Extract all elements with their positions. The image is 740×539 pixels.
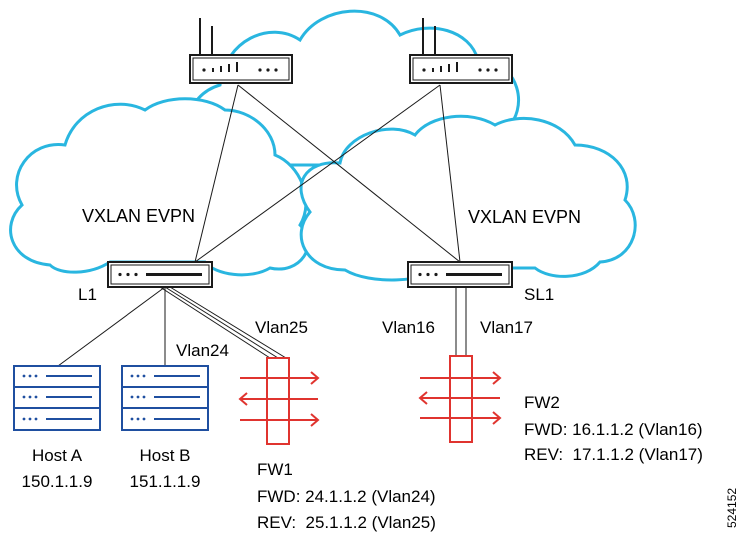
vlan24-label: Vlan24 — [176, 341, 229, 360]
leaf-switch-l1[interactable] — [107, 261, 213, 288]
server-icon-host-b[interactable] — [121, 365, 209, 431]
fw1-rev: REV: 25.1.1.2 (Vlan25) — [257, 513, 436, 532]
cloud-right — [299, 114, 637, 282]
figure-id: 524152 — [725, 488, 739, 528]
vlan17-label: Vlan17 — [480, 318, 533, 337]
access-links — [57, 286, 467, 367]
vlan25-label: Vlan25 — [255, 318, 308, 337]
host-b-name: Host B — [139, 446, 190, 465]
cloud-left — [9, 97, 310, 277]
fw2-name: FW2 — [524, 393, 560, 412]
leaf-label-l1: L1 — [78, 285, 97, 304]
fw2-fwd: FWD: 16.1.1.2 (Vlan16) — [524, 420, 703, 439]
fw2-rev: REV: 17.1.1.2 (Vlan17) — [524, 445, 703, 464]
host-a-ip: 150.1.1.9 — [22, 472, 93, 491]
spine-router-left[interactable] — [189, 18, 293, 84]
fw1-name: FW1 — [257, 460, 293, 479]
host-a-name: Host A — [32, 446, 83, 465]
host-b-ip: 151.1.1.9 — [130, 472, 201, 491]
spine-router-right[interactable] — [409, 18, 513, 84]
leaf-label-sl1: SL1 — [524, 285, 554, 304]
server-icon-host-a[interactable] — [13, 365, 101, 431]
fw1-fwd: FWD: 24.1.1.2 (Vlan24) — [257, 487, 436, 506]
leaf-switch-sl1[interactable] — [407, 261, 513, 288]
cloud-label-right: VXLAN EVPN — [468, 207, 581, 227]
vlan16-label: Vlan16 — [382, 318, 435, 337]
fabric-links — [194, 84, 461, 263]
firewall-icon-fw2[interactable] — [418, 355, 502, 443]
firewall-icon-fw1[interactable] — [238, 357, 320, 445]
cloud-label-left: VXLAN EVPN — [82, 206, 195, 226]
